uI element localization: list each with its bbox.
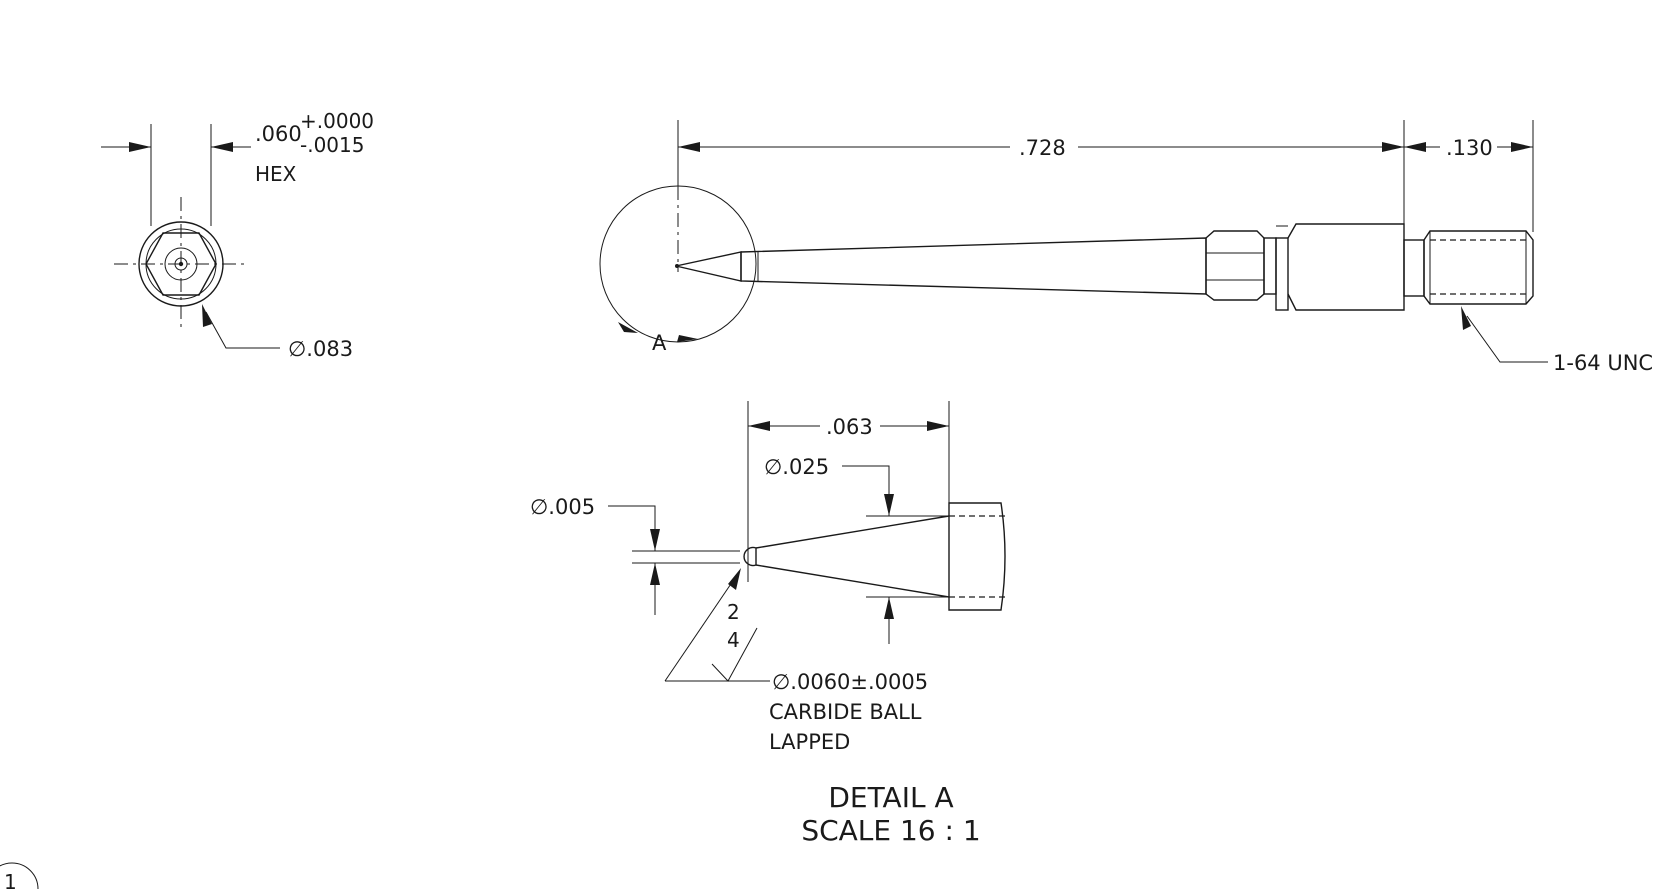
thread-neck: [1403, 239, 1425, 297]
hex-tol-upper: +.0000: [300, 109, 374, 133]
thread-callout-leader: [1466, 315, 1548, 363]
hex-outer-circle: [138, 221, 224, 307]
tip-diameter-arrow-bottom: [884, 597, 894, 619]
finish-leader-line: [664, 571, 740, 682]
small-diameter-leader: [608, 505, 656, 551]
hex-end-view: .060 +.0000 -.0015 HEX ∅.083: [101, 109, 374, 361]
view-balloon: 1: [0, 862, 39, 889]
length-dim-value: .728: [1019, 136, 1066, 160]
hex-dim-value: .060: [255, 122, 302, 146]
view-balloon-number: 1: [4, 870, 17, 889]
body-cylinder: [1287, 223, 1405, 311]
collar-ring: [1263, 237, 1277, 295]
thread-callout-arrow: [1461, 306, 1471, 330]
hex-nut-section: [1205, 230, 1265, 301]
main-side-view: A .728 .130: [599, 120, 1653, 375]
hex-diameter-label: ∅.083: [288, 337, 353, 361]
end-dim-value: .130: [1446, 136, 1493, 160]
detail-scale: SCALE 16 : 1: [801, 814, 980, 847]
stylus-tip-cone: [675, 251, 742, 282]
end-dim-arrow-right: [1511, 142, 1533, 152]
tip-diameter-arrow-top: [884, 494, 894, 516]
collar-step: [1275, 237, 1289, 311]
tip-diameter-label: ∅.025: [764, 455, 829, 479]
ball-spec-line-3: LAPPED: [769, 730, 850, 754]
threaded-end: [1423, 230, 1534, 305]
thread-callout-label: 1-64 UNC: [1553, 351, 1653, 375]
hex-tol-lower: -.0015: [300, 133, 364, 157]
detail-marker-label: A: [652, 331, 667, 355]
tip-diameter-leader: [842, 465, 890, 516]
detail-ball-tip: [743, 546, 757, 567]
hex-dim-arrow-left: [129, 142, 151, 152]
view-balloon-circle: [0, 862, 39, 889]
detail-length-value: .063: [826, 415, 873, 439]
detail-cone-lower: [755, 564, 950, 598]
detail-circle: [599, 185, 757, 343]
detail-arrow-left: [618, 322, 638, 333]
hex-diameter-arrow: [202, 304, 212, 327]
detail-length-arrow-left: [748, 421, 770, 431]
small-diameter-label: ∅.005: [530, 495, 595, 519]
stylus-taper-shaft: [740, 237, 1207, 295]
hex-label: HEX: [255, 162, 297, 186]
hex-bore-circle: [164, 247, 198, 281]
hex-diameter-leader: [205, 311, 280, 349]
small-diameter-arrow-top: [650, 529, 660, 551]
detail-title: DETAIL A: [828, 781, 953, 814]
ball-spec-line-1: ∅.0060±.0005: [772, 670, 928, 694]
stylus-tip-ball: [675, 264, 679, 268]
finish-value-bottom: 4: [727, 628, 740, 652]
hex-center-point: [178, 261, 184, 267]
detail-cone-upper: [755, 515, 950, 549]
detail-length-arrow-right: [927, 421, 949, 431]
detail-a-view: .063 ∅.025 ∅.005 2 4 ∅.0060±.0005: [530, 401, 1006, 847]
ball-spec-line-2: CARBIDE BALL: [769, 700, 922, 724]
length-dim-arrow-left: [678, 142, 700, 152]
finish-value-top: 2: [727, 600, 740, 624]
detail-shank-block: [948, 502, 1006, 611]
finish-leader-arrow: [728, 568, 741, 590]
small-diameter-arrow-bottom: [650, 563, 660, 585]
end-dim-arrow-left: [1404, 142, 1426, 152]
hex-bore-inner-circle: [174, 257, 188, 271]
hex-dim-arrow-right: [211, 142, 233, 152]
hex-profile: [145, 232, 217, 296]
detail-arrow-right: [677, 335, 698, 342]
length-dim-arrow-right: [1382, 142, 1404, 152]
